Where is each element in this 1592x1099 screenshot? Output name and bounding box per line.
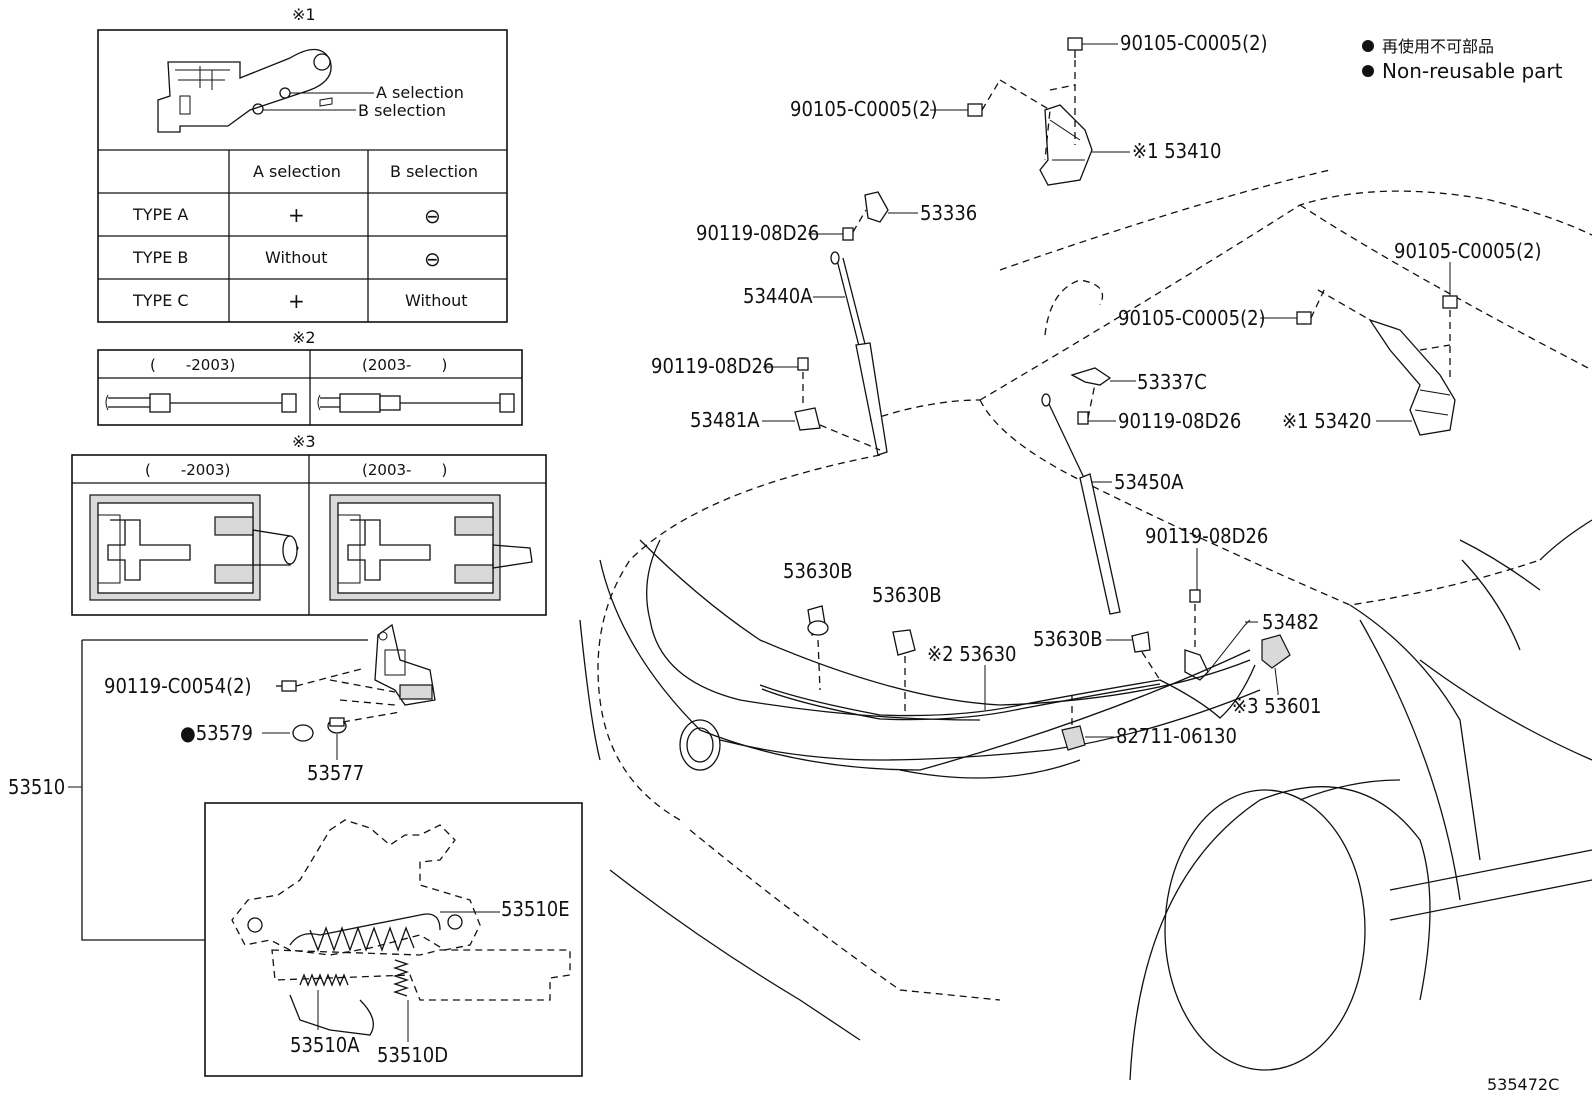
col-header-b: B selection bbox=[390, 162, 478, 181]
label-53630b-c: 53630B bbox=[1033, 627, 1103, 651]
label-53440a: 53440A bbox=[743, 284, 813, 308]
cushion-53577 bbox=[327, 717, 347, 734]
note3-release-table: ( -2003) (2003- ) bbox=[71, 454, 547, 616]
label-53410: ※1 53410 bbox=[1132, 139, 1221, 163]
leader-lines bbox=[762, 43, 1451, 738]
label-53337c: 53337C bbox=[1137, 370, 1207, 394]
label-53630b-a: 53630B bbox=[783, 559, 853, 583]
release-lever-new-illustration bbox=[329, 494, 533, 601]
cable-end-old-illustration bbox=[105, 393, 297, 413]
stay-bracket-53337c bbox=[1070, 367, 1112, 386]
hood-hinge-53420 bbox=[1296, 287, 1458, 436]
part-labels: 90105-C0005(2) 90105-C0005(2) ※1 53410 5… bbox=[8, 31, 1542, 1067]
note2-cable-table: ( -2003) (2003- ) bbox=[97, 349, 523, 426]
clamp-53630b-3 bbox=[1131, 631, 1161, 681]
note1-mark: ※1 bbox=[292, 5, 316, 24]
row-type-a: TYPE A bbox=[132, 205, 188, 224]
note3-mark: ※3 bbox=[292, 432, 316, 451]
bolts-90119-08d26 bbox=[797, 209, 1201, 650]
label-90119-c0054: 90119-C0054(2) bbox=[104, 674, 252, 698]
clamp-53630b-1 bbox=[807, 605, 829, 691]
row-type-a-a: + bbox=[288, 203, 305, 227]
label-90119-d: 90119-08D26 bbox=[1145, 524, 1268, 548]
label-53482: 53482 bbox=[1262, 610, 1319, 634]
hood-stay-53450a bbox=[1041, 393, 1121, 615]
label-53450a: 53450A bbox=[1114, 470, 1184, 494]
note3-left-header: ( -2003) bbox=[145, 461, 230, 479]
vehicle-body-outline bbox=[579, 169, 1592, 1081]
bolt-90119-c0054 bbox=[276, 680, 297, 692]
label-90105-right-top: 90105-C0005(2) bbox=[1394, 239, 1542, 263]
callout-b-selection: B selection bbox=[358, 101, 446, 120]
stay-bracket-53481a bbox=[794, 407, 881, 451]
row-type-c-a: + bbox=[288, 289, 305, 313]
label-90105-right-mid: 90105-C0005(2) bbox=[1118, 306, 1266, 330]
legend-jp: 再使用不可部品 bbox=[1382, 37, 1494, 56]
label-53510e: 53510E bbox=[501, 897, 570, 921]
non-reusable-bullet-icon-2 bbox=[1362, 65, 1374, 77]
clamp-82711-06130 bbox=[1061, 695, 1086, 751]
row-type-c: TYPE C bbox=[132, 291, 189, 310]
non-reusable-bullet-icon bbox=[1362, 40, 1374, 52]
figure-code: 535472C bbox=[1487, 1075, 1559, 1094]
release-lever-53601 bbox=[1261, 634, 1291, 693]
label-90105-left: 90105-C0005(2) bbox=[790, 97, 938, 121]
label-90119-a: 90119-08D26 bbox=[696, 221, 819, 245]
release-lever-old-illustration bbox=[89, 494, 299, 601]
hood-release-cable-53630 bbox=[759, 605, 1256, 721]
note2-right-header: (2003- ) bbox=[362, 356, 447, 374]
label-90119-b: 90119-08D26 bbox=[651, 354, 774, 378]
col-header-a: A selection bbox=[253, 162, 341, 181]
note1-table: A selection B selection A selection B se… bbox=[97, 29, 508, 323]
note2-left-header: ( -2003) bbox=[150, 356, 235, 374]
label-53630: ※2 53630 bbox=[927, 642, 1016, 666]
label-53420: ※1 53420 bbox=[1282, 409, 1371, 433]
label-53510: 53510 bbox=[8, 775, 65, 799]
label-90105-top: 90105-C0005(2) bbox=[1120, 31, 1268, 55]
callout-a-selection: A selection bbox=[376, 83, 464, 102]
hinge-selection-illustration bbox=[157, 48, 374, 133]
row-type-a-b: ⊖ bbox=[424, 204, 441, 228]
label-53577: 53577 bbox=[307, 761, 364, 785]
hood-lock-detail-illustration bbox=[231, 819, 571, 1042]
hood-hinge-53410 bbox=[967, 37, 1093, 186]
cushion-53579 bbox=[292, 724, 314, 742]
row-type-b: TYPE B bbox=[132, 248, 188, 267]
label-90119-c: 90119-08D26 bbox=[1118, 409, 1241, 433]
label-53579: ●53579 bbox=[180, 721, 253, 745]
note3-right-header: (2003- ) bbox=[362, 461, 447, 479]
row-type-c-b: Without bbox=[405, 291, 468, 310]
label-53630b-b: 53630B bbox=[872, 583, 942, 607]
clamp-53630b-2 bbox=[892, 629, 916, 712]
label-82711: 82711-06130 bbox=[1116, 724, 1237, 748]
legend: 再使用不可部品 Non-reusable part bbox=[1362, 37, 1563, 83]
label-53510a: 53510A bbox=[290, 1033, 360, 1057]
row-type-b-b: ⊖ bbox=[424, 247, 441, 271]
legend-en: Non-reusable part bbox=[1382, 59, 1563, 83]
label-53510d: 53510D bbox=[377, 1043, 448, 1067]
row-type-b-a: Without bbox=[265, 248, 328, 267]
stay-bracket-53336 bbox=[864, 191, 889, 223]
note2-mark: ※2 bbox=[292, 328, 316, 347]
cable-end-new-illustration bbox=[317, 393, 515, 413]
hood-lock-illustration bbox=[374, 623, 436, 706]
hood-stay-53440a bbox=[830, 251, 888, 456]
label-53336: 53336 bbox=[920, 201, 977, 225]
hood-lock-group bbox=[68, 623, 583, 1077]
label-53481a: 53481A bbox=[690, 408, 760, 432]
label-53601: ※3 53601 bbox=[1232, 694, 1321, 718]
